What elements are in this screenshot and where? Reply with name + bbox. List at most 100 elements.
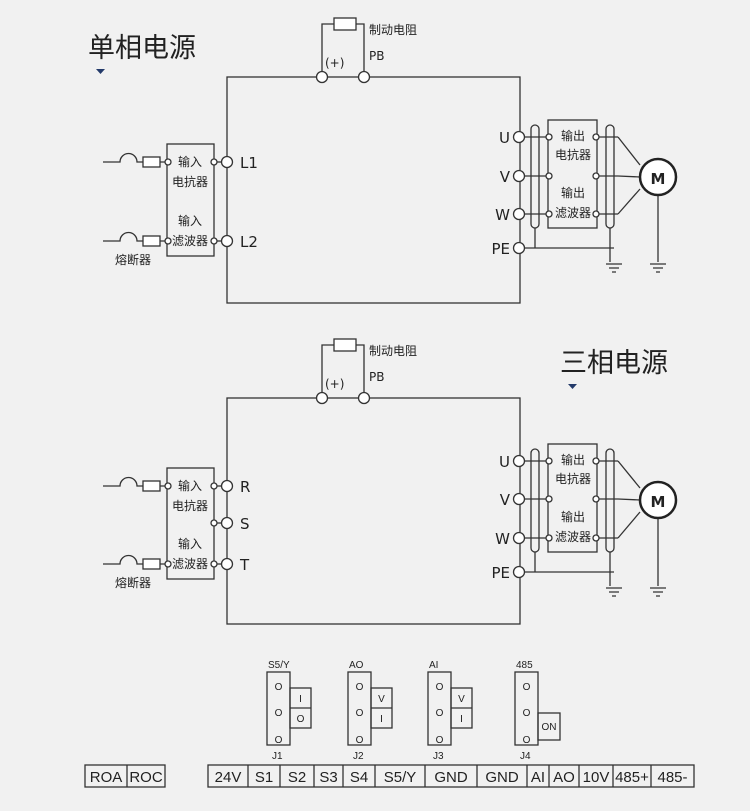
output-terminal <box>512 169 526 183</box>
jumper-pin: O <box>356 682 364 693</box>
terminal-2: S2 <box>288 769 306 786</box>
input-terminal-label: L2 <box>240 233 258 251</box>
jumper-j3[interactable]: AI O O O VI J3 <box>427 660 473 762</box>
input-filter-label: 滤波器 <box>172 557 208 571</box>
input-terminal-label: L1 <box>240 154 258 172</box>
terminal-plus <box>315 70 329 84</box>
input-reactor-label: 输入 <box>178 154 202 169</box>
jumper-pin: O <box>523 708 531 719</box>
input-filter-label: 滤波器 <box>172 234 208 248</box>
output-terminal <box>512 241 526 255</box>
terminal-pb <box>357 70 371 84</box>
output-reactor-label: 电抗器 <box>555 147 591 162</box>
jumper-pin: O <box>356 735 364 746</box>
jumper-name: J2 <box>353 751 364 762</box>
terminal-0: ROA <box>90 769 123 786</box>
motor-icon <box>638 157 678 197</box>
terminal-7: GND <box>485 769 519 786</box>
motor-label: M <box>651 493 666 511</box>
jumper-pin: O <box>436 735 444 746</box>
jumper-tab-label: O <box>297 714 305 725</box>
ground-icon <box>606 263 622 273</box>
input-reactor-label: 输入 <box>178 478 202 493</box>
jumper-pin: O <box>523 682 531 693</box>
terminal-4: S4 <box>350 769 368 786</box>
jumper-top-label: AO <box>349 660 364 671</box>
output-reactor-label: 输出 <box>561 452 585 467</box>
output-terminal <box>512 565 526 579</box>
jumper-top-label: S5/Y <box>268 660 290 671</box>
output-filter-label: 输出 <box>561 185 585 200</box>
jumper-tab-label: V <box>458 694 465 705</box>
three_phase-title: 三相电源 <box>560 348 668 379</box>
jumper-tab-label: I <box>299 694 302 705</box>
output-terminal-label: PE <box>491 240 510 258</box>
output-terminal-label: U <box>499 129 510 147</box>
terminal-5: S5/Y <box>384 769 417 786</box>
terminal-1: ROC <box>129 769 163 786</box>
relay-terminal-strip: ROA ROC <box>84 764 166 788</box>
output-terminal <box>512 130 526 144</box>
input-terminal <box>220 557 234 571</box>
inverter-box <box>226 76 521 304</box>
output-terminal-label: V <box>500 168 511 186</box>
caret-down-icon <box>568 384 577 389</box>
input-reactor-filter-box <box>166 143 215 257</box>
brake-resistor-label: 制动电阻 <box>369 344 417 358</box>
terminal-0: 24V <box>215 769 242 786</box>
terminal-11: 485+ <box>615 769 649 786</box>
single_phase-section: 单相电源制动电阻PB(+)输入电抗器输入滤波器L1L2熔断器输出电抗器输出滤波器… <box>88 17 678 304</box>
jumper-top-label: 485 <box>516 660 533 671</box>
ground-icon <box>650 263 666 273</box>
jumper-tab-label: I <box>460 714 463 725</box>
terminal-12: 485- <box>657 769 687 786</box>
jumper-pin: O <box>275 735 283 746</box>
jumper-pin: O <box>356 708 364 719</box>
output-terminal <box>512 454 526 468</box>
input-terminal <box>220 234 234 248</box>
single_phase-title: 单相电源 <box>88 33 196 64</box>
jumper-pin: O <box>275 682 283 693</box>
terminal-6: GND <box>434 769 468 786</box>
input-terminal-label: T <box>239 556 250 574</box>
input-terminal-label: S <box>240 515 250 533</box>
jumper-name: J1 <box>272 751 283 762</box>
jumper-name: J3 <box>433 751 444 762</box>
jumper-top-label: AI <box>429 660 438 671</box>
jumper-pin: O <box>275 708 283 719</box>
ground-icon <box>606 587 622 597</box>
jumper-name: J4 <box>520 751 531 762</box>
input-terminal <box>220 155 234 169</box>
fuse-label: 熔断器 <box>115 252 151 267</box>
input-filter-label: 输入 <box>178 536 202 551</box>
plus-label: (+) <box>325 377 344 391</box>
output-terminal <box>512 492 526 506</box>
jumper-pin: O <box>523 735 531 746</box>
input-terminal-label: R <box>240 478 250 496</box>
output-filter-label: 输出 <box>561 509 585 524</box>
motor-icon <box>638 480 678 520</box>
pb-label: PB <box>369 370 384 384</box>
input-filter-label: 输入 <box>178 213 202 228</box>
jumper-pin: O <box>436 682 444 693</box>
input-reactor-label: 电抗器 <box>172 498 208 513</box>
terminal-1: S1 <box>255 769 273 786</box>
jumper-pin: O <box>436 708 444 719</box>
inverter-box <box>226 397 521 625</box>
output-terminal-label: V <box>500 491 511 509</box>
brake-resistor-icon <box>333 338 357 352</box>
output-terminal-label: W <box>495 530 510 548</box>
output-terminal <box>512 531 526 545</box>
pb-label: PB <box>369 49 384 63</box>
jumper-tab-label: V <box>378 694 385 705</box>
output-filter-label: 滤波器 <box>555 206 591 220</box>
brake-resistor-icon <box>333 17 357 31</box>
terminal-10: 10V <box>583 769 610 786</box>
output-reactor-label: 电抗器 <box>555 471 591 486</box>
ground-icon <box>650 587 666 597</box>
